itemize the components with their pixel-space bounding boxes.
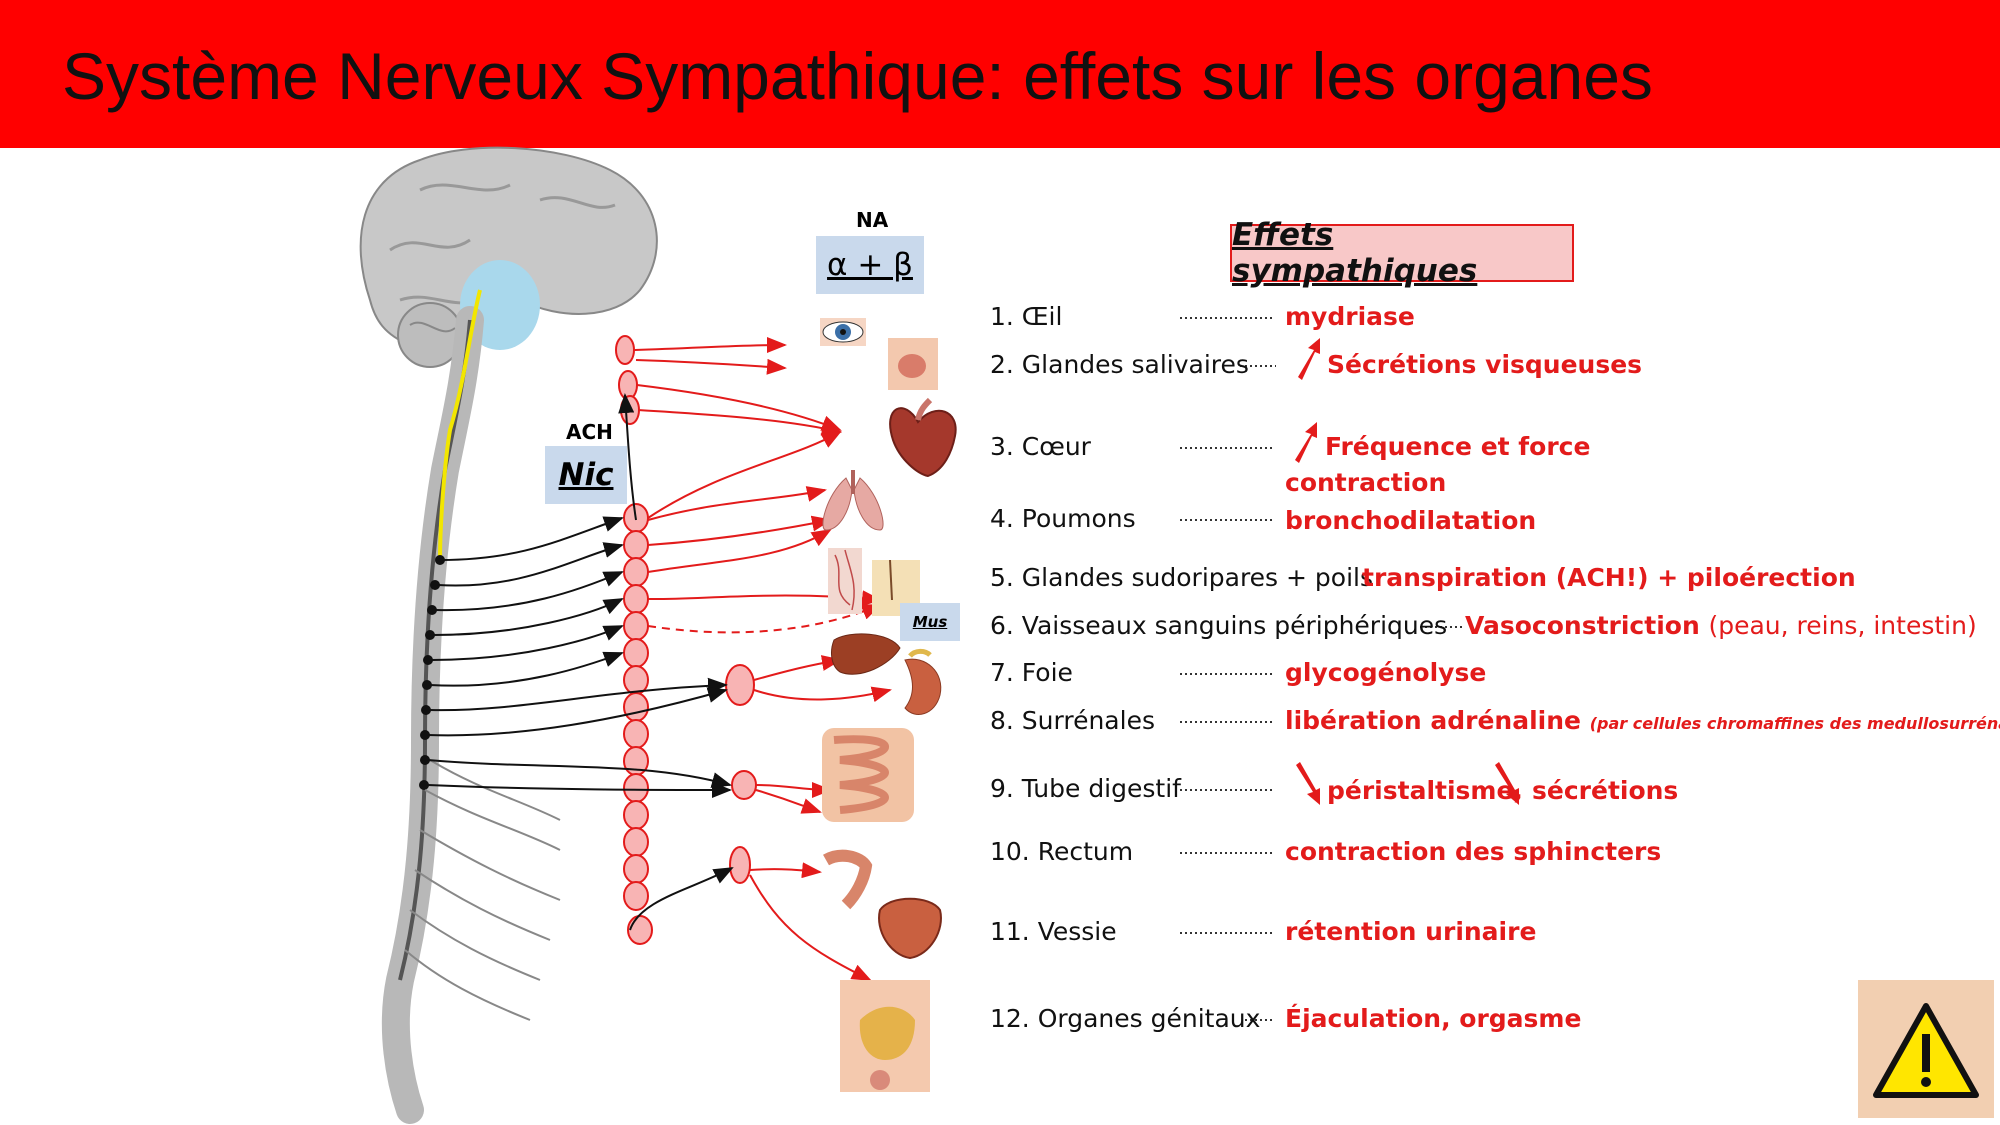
effect-note: (par cellules chromaffines des medullosu… bbox=[1589, 714, 2000, 733]
effect-text: contraction des sphincters bbox=[1285, 837, 1662, 866]
title-bar bbox=[0, 0, 2000, 148]
mus-label: Mus bbox=[912, 613, 948, 631]
nic-box: Nic bbox=[545, 446, 627, 504]
rectum-icon bbox=[823, 849, 873, 910]
effects-header: Effets sympathiques bbox=[1232, 217, 1478, 289]
effect-text: rétention urinaire bbox=[1285, 917, 1537, 946]
sympathetic-chain bbox=[615, 335, 757, 945]
effect-text: transpiration (ACH!) + piloérection bbox=[1362, 563, 1856, 592]
organ-label: 9. Tube digestif bbox=[990, 774, 1181, 803]
arrow-up-icon bbox=[1295, 338, 1320, 463]
organ-label: 11. Vessie bbox=[990, 917, 1117, 946]
mus-box: Mus bbox=[900, 603, 960, 641]
page-title: Système Nerveux Sympathique: effets sur … bbox=[62, 39, 1653, 113]
effect-main: Vasoconstriction bbox=[1465, 611, 1700, 640]
effect-text: sécrétions bbox=[1532, 776, 1679, 805]
alpha-beta-box: α + β bbox=[816, 236, 924, 294]
nic-label: Nic bbox=[558, 457, 614, 493]
effects-header-box: Effets sympathiques bbox=[1230, 217, 1574, 289]
effect-text: Éjaculation, orgasme bbox=[1285, 1004, 1582, 1033]
effect-text: libération adrénaline (par cellules chro… bbox=[1285, 706, 2000, 735]
effect-text: Sécrétions visqueuses bbox=[1327, 350, 1643, 379]
brain-icon bbox=[359, 146, 658, 368]
effect-main: libération adrénaline bbox=[1285, 706, 1581, 735]
effect-text: bronchodilatation bbox=[1285, 506, 1537, 535]
organ-label: 7. Foie bbox=[990, 658, 1073, 687]
organ-label: 6. Vaisseaux sanguins périphériques bbox=[990, 611, 1448, 640]
organ-label: 5. Glandes sudoripares + poils bbox=[990, 563, 1374, 592]
liver-icon bbox=[831, 633, 901, 675]
lungs-icon bbox=[822, 470, 884, 531]
ach-label: ACH bbox=[566, 420, 613, 444]
organ-label: 8. Surrénales bbox=[990, 706, 1155, 735]
warning-icon bbox=[1873, 1003, 1979, 1098]
effect-text: Fréquence et force bbox=[1325, 432, 1591, 461]
arrow-down-icon bbox=[1296, 762, 1519, 805]
effect-text: glycogénolyse bbox=[1285, 658, 1487, 687]
intestine-icon bbox=[822, 728, 914, 822]
effect-text: mydriase bbox=[1285, 302, 1415, 331]
organ-label: 10. Rectum bbox=[990, 837, 1134, 866]
organ-label: 3. Cœur bbox=[990, 432, 1091, 461]
organ-label: 12. Organes génitaux bbox=[990, 1004, 1261, 1033]
alpha-beta-label: α + β bbox=[827, 247, 913, 283]
organ-label: 4. Poumons bbox=[990, 504, 1136, 533]
organ-label: 1. Œil bbox=[990, 302, 1063, 331]
na-label: NA bbox=[856, 208, 889, 232]
bladder-icon bbox=[878, 897, 942, 960]
genital-icon bbox=[840, 980, 930, 1092]
effect-text: Vasoconstriction (peau, reins, intestin) bbox=[1465, 611, 1977, 640]
organ-label: 2. Glandes salivaires bbox=[990, 350, 1249, 379]
leader-lines bbox=[1180, 317, 1462, 1021]
kidney-icon bbox=[904, 648, 942, 715]
spinal-cord-icon bbox=[381, 289, 561, 1124]
salivary-gland-icon bbox=[888, 338, 938, 390]
effect-note: (peau, reins, intestin) bbox=[1708, 611, 1977, 640]
eye-icon bbox=[820, 318, 866, 346]
effect-text: contraction bbox=[1285, 468, 1447, 497]
heart-icon bbox=[889, 397, 957, 478]
effect-text: péristaltisme, bbox=[1327, 776, 1523, 805]
